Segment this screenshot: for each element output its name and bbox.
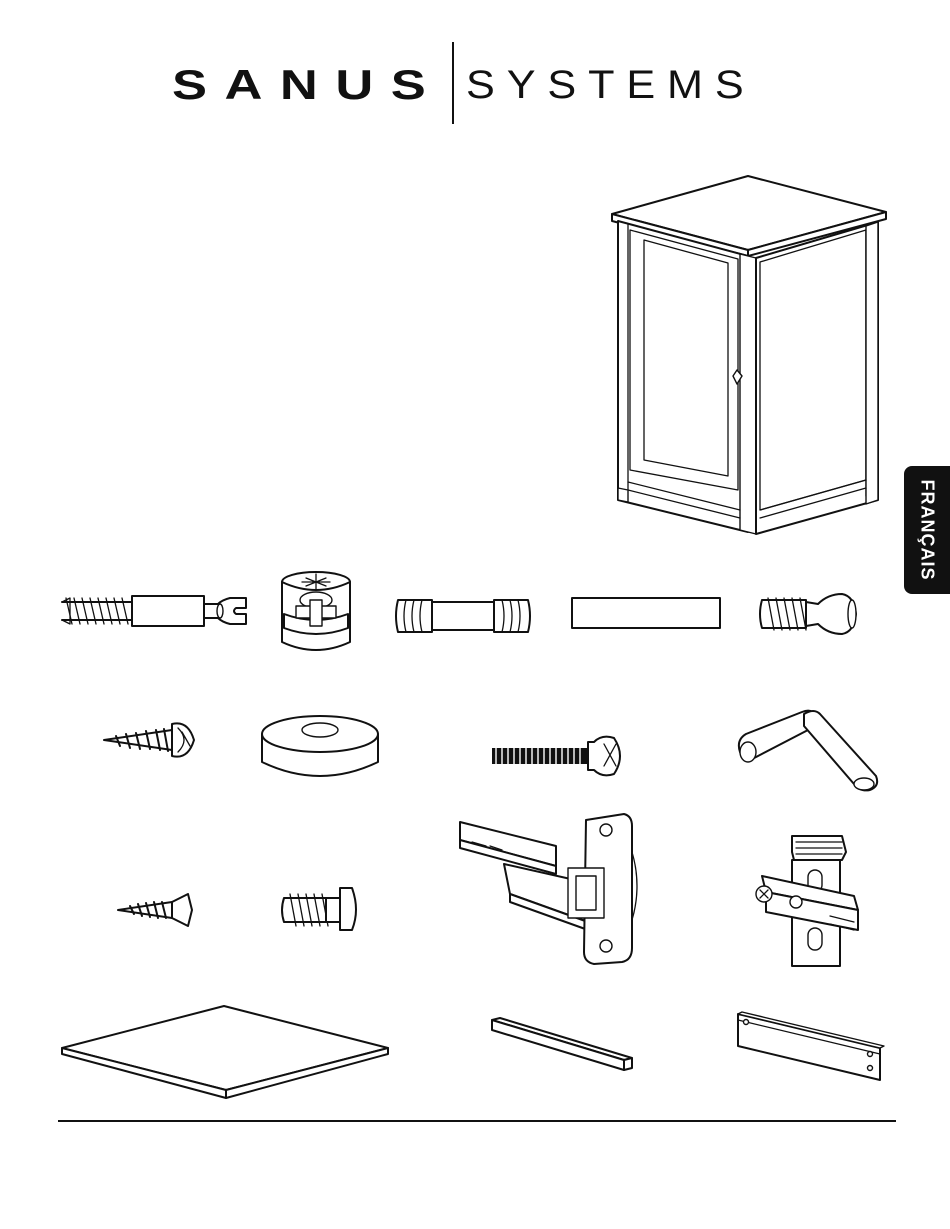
logo-divider (452, 42, 454, 124)
language-tab[interactable]: FRANÇAIS (904, 466, 950, 594)
metal-bracket-icon (734, 1008, 884, 1084)
wood-strip-icon (570, 596, 722, 630)
language-tab-label: FRANÇAIS (917, 480, 938, 581)
cam-lock-icon (276, 570, 360, 658)
shelf-pin-icon (758, 590, 862, 638)
wood-dowel-icon (394, 594, 534, 638)
hinge-icon (456, 812, 646, 972)
cabinet-illustration (600, 170, 900, 540)
foam-bumper-icon (258, 712, 382, 780)
allen-wrench-icon (734, 704, 884, 796)
mounting-screw-icon (280, 884, 364, 934)
glass-panel-icon (56, 998, 396, 1102)
brand-logo-sanus: SANUS (172, 60, 443, 110)
wood-rail-icon (488, 1016, 636, 1076)
brand-logo-systems: SYSTEMS (466, 60, 756, 110)
hinge-plate-icon (746, 834, 866, 968)
cam-bolt-icon (60, 586, 250, 636)
flat-head-screw-icon (116, 890, 196, 930)
pan-head-screw-icon (102, 718, 198, 764)
machine-screw-icon (490, 732, 630, 782)
bottom-divider (58, 1120, 896, 1122)
